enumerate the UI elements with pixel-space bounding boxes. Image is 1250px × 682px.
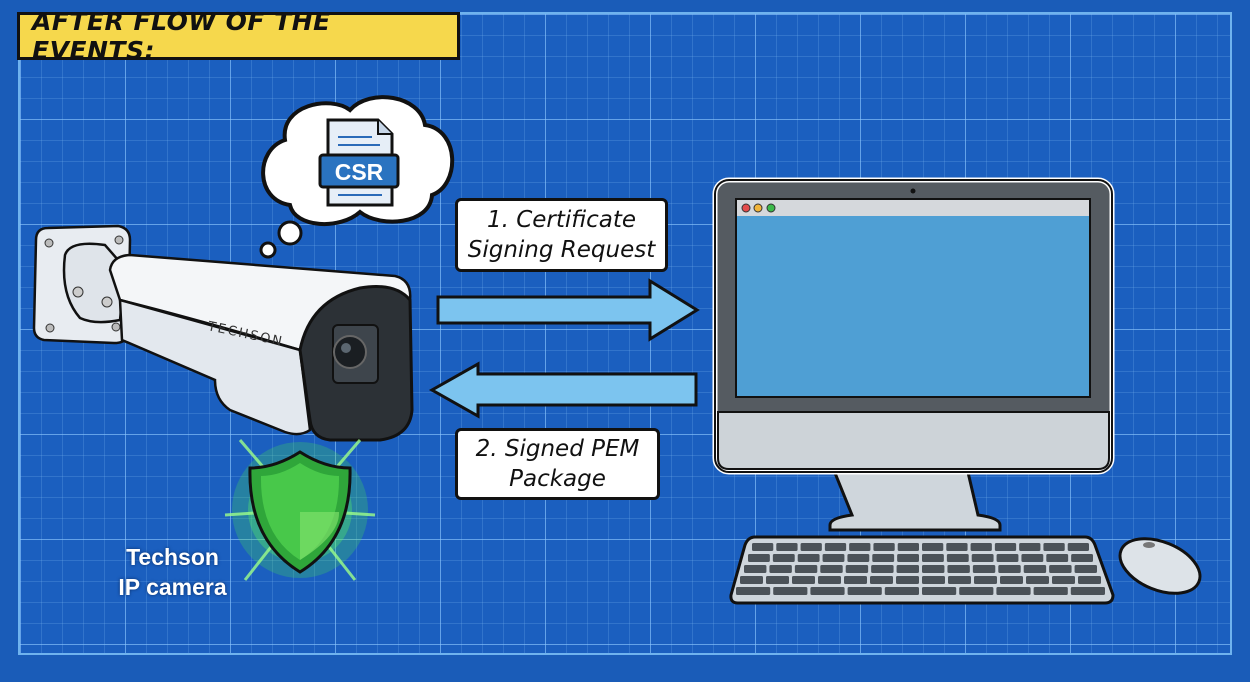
keyboard-key [946, 554, 969, 562]
caption-line2: IP camera [118, 574, 227, 600]
keyboard-key [971, 554, 994, 562]
keyboard-key [810, 587, 845, 595]
keyboard-key [896, 565, 919, 573]
keyboard-key [792, 576, 815, 584]
keyboard-key [844, 576, 867, 584]
keyboard-key [845, 565, 869, 573]
keyboard-key [847, 587, 882, 595]
keyboard-key [873, 543, 895, 551]
keyboard-key [740, 576, 763, 584]
keyboard-key [1046, 554, 1069, 562]
window-close-dot [741, 203, 751, 213]
keyboard-key [1019, 543, 1041, 551]
keyboard-key [776, 543, 798, 551]
keyboard-key [922, 576, 945, 584]
step2-label: 2. Signed PEM Package [455, 428, 660, 500]
keyboard-key [998, 565, 1021, 573]
keyboard-key [824, 543, 847, 551]
keyboard-key [1000, 576, 1023, 584]
keyboard-key [1071, 554, 1093, 562]
keyboard-key [769, 565, 792, 573]
camera-caption: Techson IP camera [100, 542, 245, 602]
keyboard-key [744, 565, 767, 573]
keyboard-key [752, 543, 774, 551]
keyboard-key [772, 554, 795, 562]
keyboard-key [1021, 554, 1044, 562]
caption-line1: Techson [126, 544, 219, 570]
window-maximize-dot [766, 203, 776, 213]
keyboard-key [818, 576, 841, 584]
keyboard-key [1023, 565, 1047, 573]
keyboard-key [884, 587, 919, 595]
keyboard-key [922, 543, 944, 551]
keyboard-key [1078, 576, 1101, 584]
keyboard-key [974, 576, 997, 584]
keyboard-key [897, 543, 919, 551]
keyboard-key [773, 587, 808, 595]
keyboard-key [870, 576, 893, 584]
keyboard-key [849, 543, 871, 551]
keyboard-key [948, 576, 971, 584]
step1-label: 1. Certificate Signing Request [455, 198, 668, 272]
keyboard-key [996, 554, 1019, 562]
title-text: AFTER FLOW OF THE EVENTS: [32, 7, 331, 65]
keyboard-key [1067, 543, 1089, 551]
keyboard-key [820, 565, 843, 573]
keyboard-key [922, 587, 957, 595]
step1-line2: Signing Request [467, 237, 656, 263]
security-shield-icon [224, 439, 376, 581]
keyboard-key [766, 576, 789, 584]
keyboard-key [1043, 543, 1065, 551]
keyboard-key [1052, 576, 1075, 584]
keyboard-key [922, 565, 945, 573]
keyboard-key [996, 587, 1031, 595]
keyboard-key [1026, 576, 1049, 584]
step2-line1: 2. Signed PEM [475, 436, 640, 462]
keyboard-key [947, 565, 970, 573]
page-title: AFTER FLOW OF THE EVENTS: [17, 7, 460, 65]
keyboard-key [970, 543, 992, 551]
keyboard-key [1049, 565, 1072, 573]
csr-badge: CSR [335, 159, 384, 185]
mouse-illustration [1118, 537, 1202, 595]
keyboard-key [972, 565, 996, 573]
keyboard-key [946, 543, 968, 551]
keyboard-key [871, 565, 894, 573]
keyboard-key [897, 554, 919, 562]
keyboard-key [1074, 565, 1097, 573]
keyboard-key [822, 554, 845, 562]
keyboard-key [800, 543, 822, 551]
desktop-computer-illustration [712, 177, 1115, 532]
keyboard-key [794, 565, 818, 573]
keyboard-key [896, 576, 919, 584]
keyboard-key [922, 554, 944, 562]
keyboard-key [748, 554, 770, 562]
csr-document-icon: CSR [318, 118, 400, 207]
request-arrow-right [436, 278, 700, 342]
keyboard-key [797, 554, 820, 562]
keyboard-illustration [729, 535, 1115, 605]
keyboard-key [736, 587, 771, 595]
response-arrow-left [428, 361, 698, 419]
keyboard-key [872, 554, 895, 562]
browser-title-bar [737, 200, 1089, 216]
keyboard-key [994, 543, 1017, 551]
keyboard-key [959, 587, 994, 595]
step1-line1: 1. Certificate [486, 207, 637, 233]
ip-camera-illustration: TECHSON [32, 224, 414, 442]
keyboard-key [847, 554, 870, 562]
keyboard-key [1033, 587, 1068, 595]
window-minimize-dot [753, 203, 763, 213]
step2-line2: Package [509, 466, 606, 492]
keyboard-key [1070, 587, 1105, 595]
